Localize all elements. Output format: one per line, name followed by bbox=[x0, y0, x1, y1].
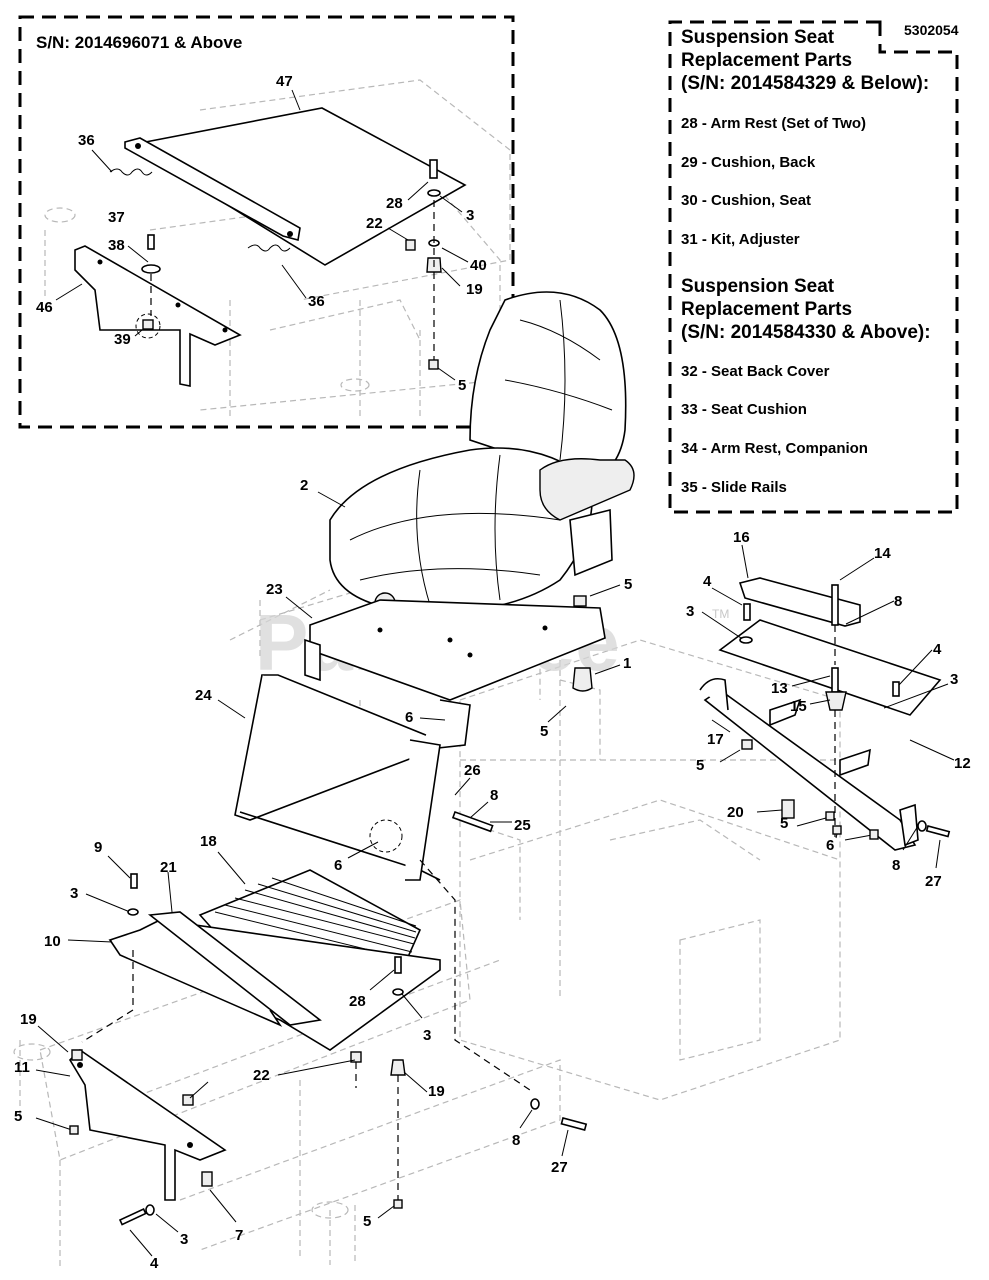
callout-4: 4 bbox=[933, 641, 942, 658]
callout-27: 27 bbox=[551, 1159, 568, 1176]
callout-3: 3 bbox=[466, 207, 474, 224]
callout-47: 47 bbox=[276, 73, 293, 90]
callout-16: 16 bbox=[733, 529, 750, 546]
callout-13: 13 bbox=[771, 680, 788, 697]
callout-46: 46 bbox=[36, 299, 53, 316]
callout-4: 4 bbox=[150, 1255, 159, 1272]
seat-mount-plate-part bbox=[309, 599, 606, 701]
spring-part bbox=[247, 244, 291, 252]
callout-5: 5 bbox=[14, 1108, 22, 1125]
callout-1: 1 bbox=[623, 655, 631, 672]
callout-5: 5 bbox=[624, 576, 632, 593]
rear-bracket-part bbox=[699, 577, 942, 851]
callout-3: 3 bbox=[70, 885, 78, 902]
section-2-item: 35 - Slide Rails bbox=[681, 479, 787, 496]
section-1-item: 28 - Arm Rest (Set of Two) bbox=[681, 115, 867, 132]
callout-6: 6 bbox=[405, 709, 413, 726]
section-1-item: 31 - Kit, Adjuster bbox=[681, 231, 800, 248]
callout-3: 3 bbox=[686, 603, 694, 620]
callout-15: 15 bbox=[790, 698, 807, 715]
callout-36: 36 bbox=[308, 293, 325, 310]
callout-24: 24 bbox=[195, 687, 212, 704]
callout-8: 8 bbox=[892, 857, 900, 874]
watermark-tm: TM bbox=[712, 607, 729, 621]
callout-3: 3 bbox=[180, 1231, 188, 1248]
section-2-title-line-2: Replacement Parts bbox=[681, 299, 853, 320]
section-1-item: 29 - Cushion, Back bbox=[681, 154, 816, 171]
callout-10: 10 bbox=[44, 933, 61, 950]
callout-26: 26 bbox=[464, 762, 481, 779]
section-2-item: 33 - Seat Cushion bbox=[681, 401, 807, 418]
callout-23: 23 bbox=[266, 581, 283, 598]
callout-39: 39 bbox=[114, 331, 131, 348]
callout-7: 7 bbox=[235, 1227, 243, 1244]
callout-14: 14 bbox=[874, 545, 891, 562]
callout-3: 3 bbox=[423, 1027, 431, 1044]
callout-19: 19 bbox=[466, 281, 483, 298]
callout-28: 28 bbox=[349, 993, 366, 1010]
seat-plate-part bbox=[127, 107, 467, 266]
callout-12: 12 bbox=[954, 755, 971, 772]
section-1-title-line-1: Suspension Seat bbox=[681, 27, 835, 48]
strap-rail-part bbox=[124, 137, 301, 241]
callout-4: 4 bbox=[703, 573, 712, 590]
section-1-title-line-2: Replacement Parts bbox=[681, 50, 853, 71]
callout-25: 25 bbox=[514, 817, 531, 834]
callout-36: 36 bbox=[78, 132, 95, 149]
section-1-item: 30 - Cushion, Seat bbox=[681, 192, 812, 209]
callout-38: 38 bbox=[108, 237, 125, 254]
callout-19: 19 bbox=[428, 1083, 445, 1100]
callout-3: 3 bbox=[950, 671, 958, 688]
section-2-item: 32 - Seat Back Cover bbox=[681, 363, 830, 380]
suspension-seat-part bbox=[329, 291, 635, 614]
callout-2: 2 bbox=[300, 477, 308, 494]
callout-9: 9 bbox=[94, 839, 102, 856]
callout-22: 22 bbox=[253, 1067, 270, 1084]
callout-5: 5 bbox=[696, 757, 704, 774]
section-2-title-line-1: Suspension Seat bbox=[681, 276, 835, 297]
document-number: 5302054 bbox=[904, 22, 959, 38]
callout-6: 6 bbox=[826, 837, 834, 854]
callout-5: 5 bbox=[458, 377, 466, 394]
main-callouts: 2 23 5 1 24 6 5 26 8 25 6 16 14 4 8 3 13… bbox=[14, 477, 971, 1272]
callout-20: 20 bbox=[727, 804, 744, 821]
inset-title: S/N: 2014696071 & Above bbox=[36, 33, 242, 52]
callout-37: 37 bbox=[108, 209, 125, 226]
callout-5: 5 bbox=[540, 723, 548, 740]
callout-5: 5 bbox=[780, 815, 788, 832]
callout-22: 22 bbox=[366, 215, 383, 232]
callout-11: 11 bbox=[14, 1059, 30, 1076]
callout-8: 8 bbox=[490, 787, 498, 804]
callout-40: 40 bbox=[470, 257, 487, 274]
mount-bracket-part bbox=[74, 245, 242, 387]
callout-19: 19 bbox=[20, 1011, 37, 1028]
section-1-title-line-3: (S/N: 2014584329 & Below): bbox=[681, 73, 930, 94]
section-2-item: 34 - Arm Rest, Companion bbox=[681, 440, 868, 457]
foot-bracket-part bbox=[68, 1048, 227, 1201]
callout-8: 8 bbox=[894, 593, 902, 610]
spring-part bbox=[109, 168, 153, 176]
replacement-box-outline bbox=[668, 20, 959, 514]
callout-18: 18 bbox=[200, 833, 217, 850]
inset-parts bbox=[74, 107, 467, 387]
callout-27: 27 bbox=[925, 873, 942, 890]
callout-21: 21 bbox=[160, 859, 177, 876]
callout-5: 5 bbox=[363, 1213, 371, 1230]
section-2-title-line-3: (S/N: 2014584330 & Above): bbox=[681, 322, 931, 343]
callout-17: 17 bbox=[707, 731, 724, 748]
callout-28: 28 bbox=[386, 195, 403, 212]
callout-6: 6 bbox=[334, 857, 342, 874]
callout-8: 8 bbox=[512, 1132, 520, 1149]
inset-box bbox=[18, 15, 515, 429]
inset-callouts: 47 36 37 38 46 39 36 28 3 22 40 19 5 bbox=[36, 73, 487, 394]
